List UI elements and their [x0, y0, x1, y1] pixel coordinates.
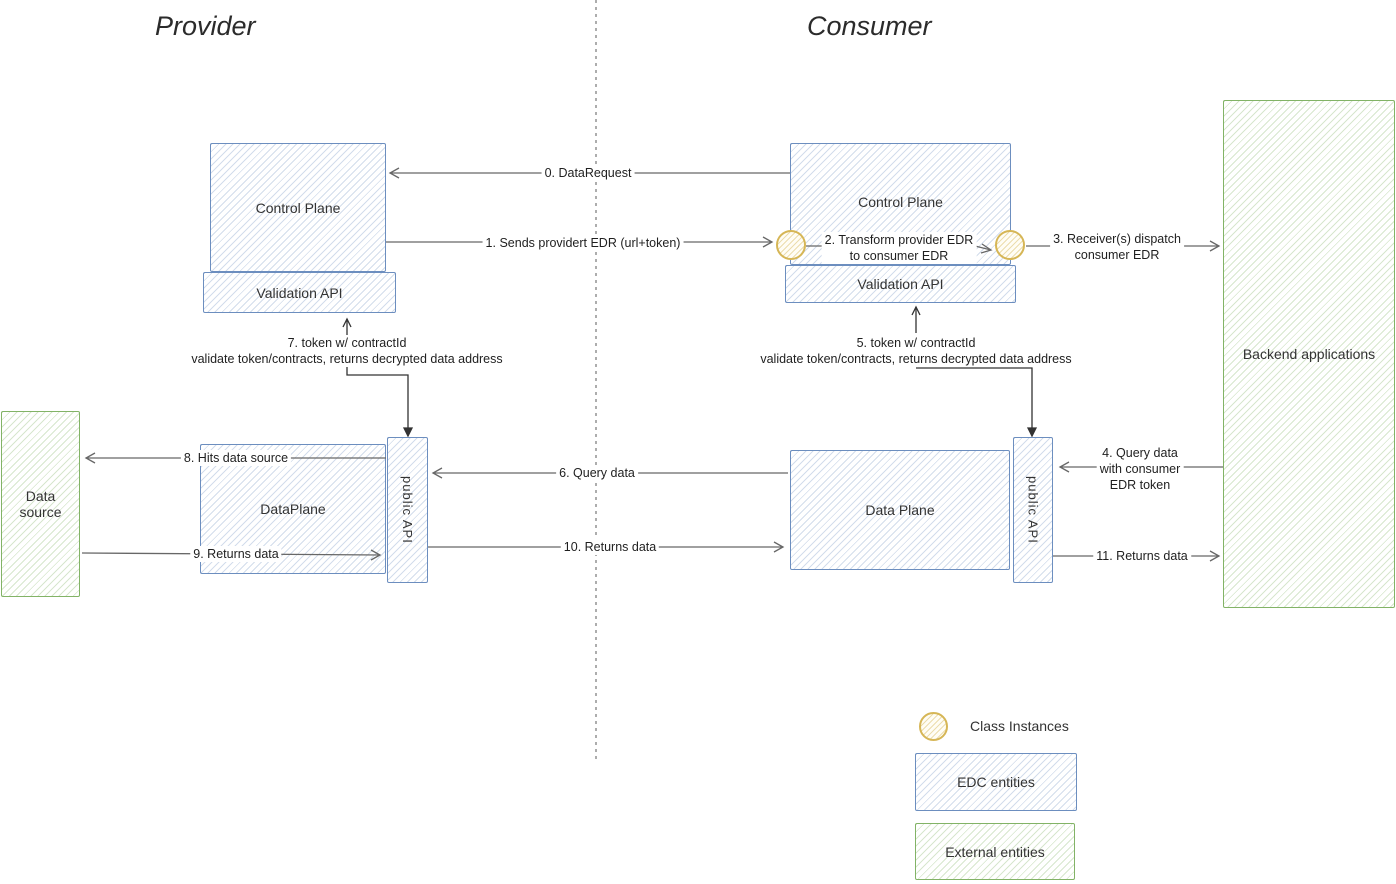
- consumer-public-api-label: public API: [1025, 476, 1041, 544]
- lane-title-provider: Provider: [155, 11, 256, 41]
- message-6-label: 6. Query data: [556, 465, 638, 481]
- arrow-5-token-validate: [911, 305, 1038, 438]
- legend-external-entities-box: External entities: [915, 823, 1075, 880]
- consumer-public-api-box: public API: [1013, 437, 1053, 583]
- provider-public-api-box: public API: [387, 437, 428, 583]
- legend-edc-entities-box: EDC entities: [915, 753, 1077, 811]
- message-10-label: 10. Returns data: [560, 539, 660, 555]
- consumer-data-plane-box: Data Plane: [790, 450, 1010, 570]
- message-0-label: 0. DataRequest: [541, 165, 635, 181]
- message-9-label: 9. Returns data: [190, 546, 282, 562]
- message-1-label: 1. Sends providert EDR (url+token): [482, 235, 684, 251]
- consumer-data-plane-label: Data Plane: [865, 502, 935, 518]
- data-source-box: Data source: [1, 411, 80, 597]
- provider-data-plane-label: DataPlane: [260, 501, 326, 517]
- message-8-label: 8. Hits data source: [180, 450, 292, 466]
- consumer-validation-api-label: Validation API: [857, 276, 944, 292]
- provider-validation-api-label: Validation API: [256, 284, 343, 301]
- message-7-label: 7. token w/ contractId validate token/co…: [188, 335, 506, 367]
- message-3-label: 3. Receiver(s) dispatch consumer EDR: [1050, 231, 1184, 263]
- message-5-label: 5. token w/ contractId validate token/co…: [757, 335, 1075, 367]
- provider-control-plane-label: Control Plane: [255, 199, 341, 216]
- legend-class-instance-icon: [919, 712, 948, 741]
- message-11-label: 11. Returns data: [1093, 548, 1191, 564]
- legend-class-instances-label: Class Instances: [970, 718, 1069, 734]
- class-instance-icon: [776, 230, 806, 260]
- legend-external-entities-label: External entities: [945, 843, 1045, 860]
- message-2-label: 2. Transform provider EDR to consumer ED…: [821, 232, 977, 264]
- consumer-control-plane-label: Control Plane: [858, 194, 943, 210]
- message-4-label: 4. Query data with consumer EDR token: [1096, 445, 1184, 493]
- arrow-7-token-validate: [342, 317, 414, 438]
- lane-title-consumer: Consumer: [807, 11, 932, 41]
- provider-public-api-label: public API: [400, 476, 415, 544]
- consumer-validation-api-box: Validation API: [785, 265, 1016, 303]
- provider-control-plane-box: Control Plane: [210, 143, 386, 272]
- class-instance-icon: [995, 230, 1025, 260]
- legend-edc-entities-label: EDC entities: [957, 774, 1035, 790]
- provider-validation-api-box: Validation API: [203, 272, 396, 313]
- backend-applications-label: Backend applications: [1242, 346, 1376, 362]
- data-source-label: Data source: [19, 488, 62, 520]
- backend-applications-box: Backend applications: [1223, 100, 1395, 608]
